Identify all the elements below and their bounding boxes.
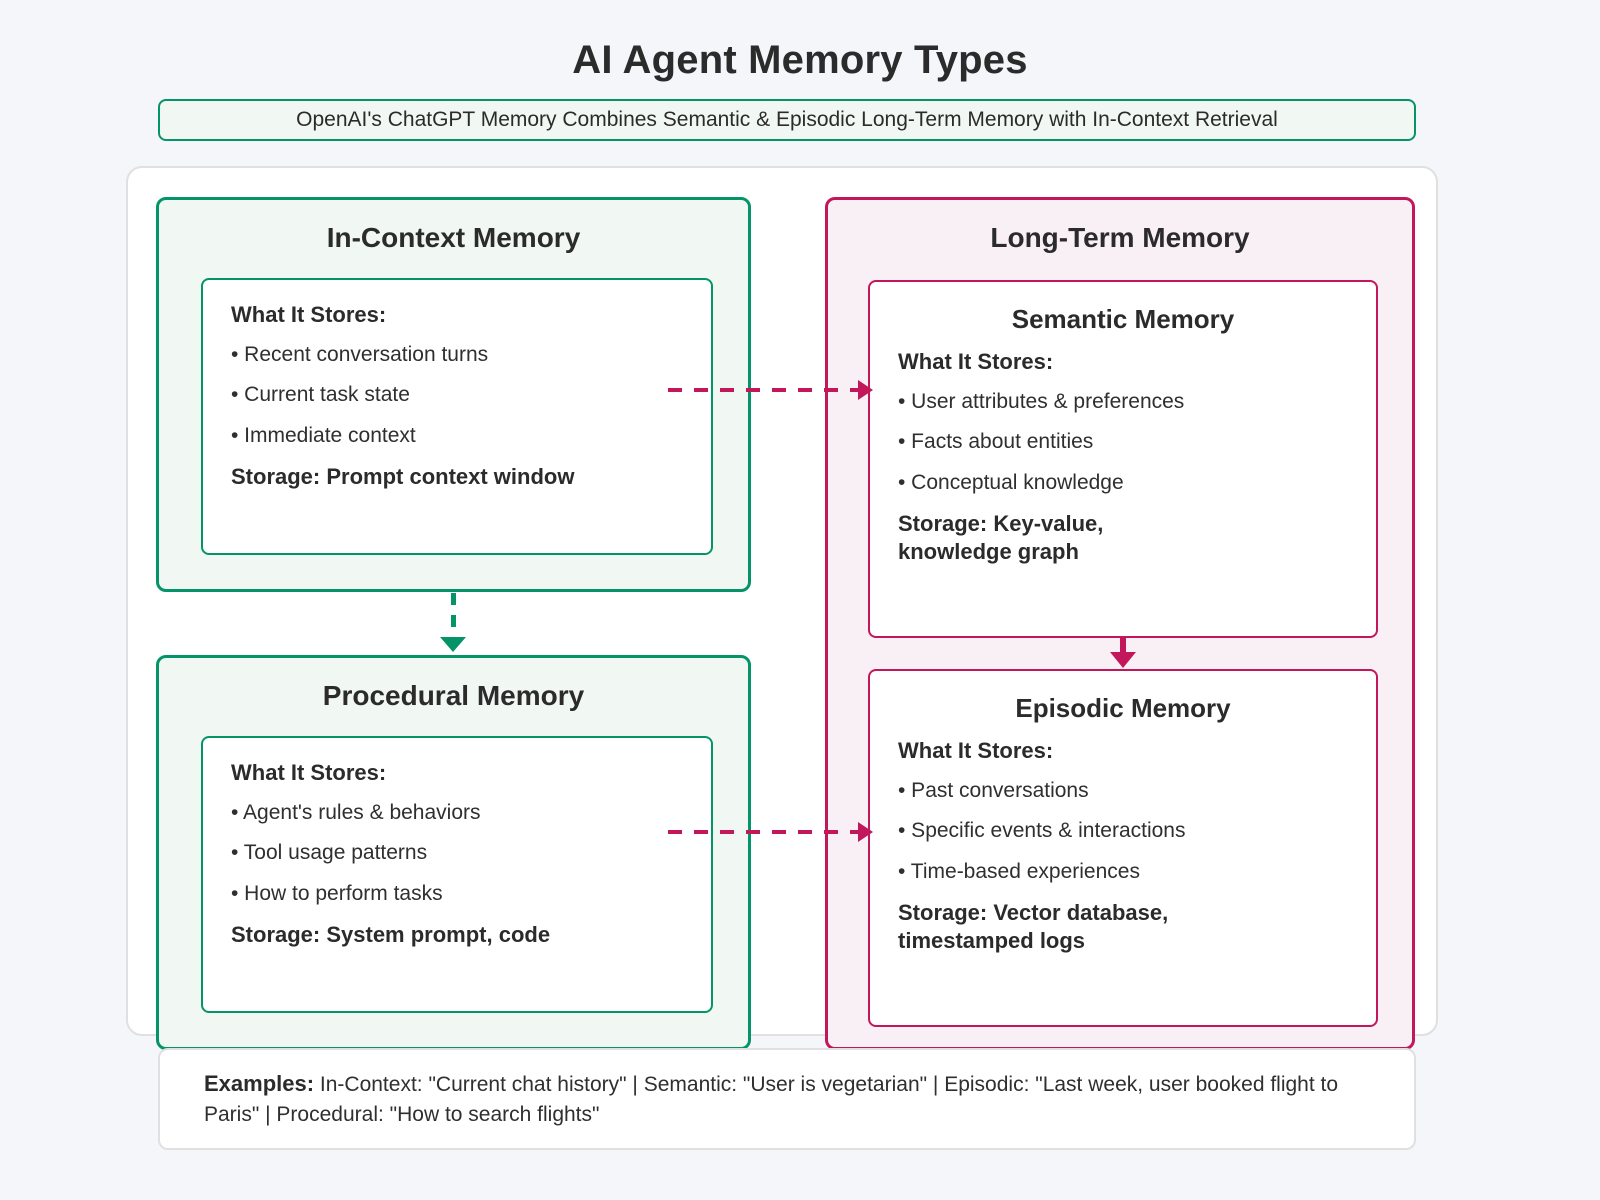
examples-label: Examples: [204, 1071, 315, 1097]
examples-text: Examples: In-Context: "Current chat hist… [204, 1068, 1370, 1130]
arrow-procedural-to-episodic [668, 830, 862, 834]
stores-label: What It Stores: [231, 760, 387, 785]
card-semantic-memory: Semantic Memory What It Stores: • User a… [868, 280, 1378, 638]
card-title-episodic: Episodic Memory [1015, 693, 1231, 723]
memory-types-container: In-Context Memory What It Stores: • Rece… [126, 166, 1438, 1050]
panel-procedural-memory: Procedural Memory What It Stores: • Agen… [156, 655, 751, 1050]
arrow-in-context-to-semantic [668, 388, 862, 392]
storage-label: Storage: Vector database, timestamped lo… [898, 899, 1169, 954]
examples-footer: Examples: In-Context: "Current chat hist… [158, 1048, 1416, 1150]
list-item: • Specific events & interactions [898, 819, 1186, 843]
list-item: • Tool usage patterns [231, 841, 428, 865]
card-title-semantic: Semantic Memory [1011, 304, 1235, 334]
card-procedural-details: What It Stores: • Agent's rules & behavi… [201, 736, 713, 1013]
panel-heading-procedural: Procedural Memory [322, 680, 585, 711]
stores-label: What It Stores: [898, 738, 1054, 763]
right-column: Long-Term Memory Semantic Memory What It… [825, 197, 1415, 1050]
arrow-head-down-green-icon [440, 637, 466, 652]
list-item: • Current task state [231, 383, 410, 407]
card-in-context-details: What It Stores: • Recent conversation tu… [201, 278, 713, 555]
arrow-semantic-to-episodic [1120, 638, 1126, 655]
panel-heading-long-term: Long-Term Memory [990, 222, 1250, 253]
panel-long-term-memory: Long-Term Memory Semantic Memory What It… [825, 197, 1415, 1050]
stores-label: What It Stores: [898, 349, 1054, 374]
storage-label: Storage: Key-value, knowledge graph [898, 510, 1104, 565]
panel-in-context-memory: In-Context Memory What It Stores: • Rece… [156, 197, 751, 592]
list-item: • Immediate context [231, 423, 416, 447]
list-item: • How to perform tasks [231, 881, 443, 905]
storage-label: Storage: System prompt, code [231, 921, 551, 947]
examples-body: In-Context: "Current chat history" | Sem… [204, 1073, 1339, 1126]
panel-heading-in-context: In-Context Memory [326, 222, 581, 253]
list-item: • Time-based experiences [898, 859, 1140, 883]
list-item: • Recent conversation turns [231, 343, 489, 366]
stores-label: What It Stores: [231, 302, 387, 327]
arrow-head-down-magenta-icon [1110, 652, 1136, 668]
list-item: • User attributes & preferences [898, 390, 1185, 413]
subtitle-banner: OpenAI's ChatGPT Memory Combines Semanti… [158, 99, 1416, 141]
arrow-in-context-to-procedural [451, 593, 456, 640]
list-item: • Facts about entities [898, 430, 1094, 454]
arrow-head-right-semantic-icon [858, 380, 873, 400]
list-item: • Conceptual knowledge [898, 470, 1124, 494]
arrow-head-right-episodic-icon [858, 822, 873, 842]
left-column: In-Context Memory What It Stores: • Rece… [156, 197, 751, 1050]
storage-label: Storage: Prompt context window [231, 463, 575, 489]
page-title: AI Agent Memory Types [572, 38, 1028, 82]
card-episodic-memory: Episodic Memory What It Stores: • Past c… [868, 669, 1378, 1027]
subtitle-text: OpenAI's ChatGPT Memory Combines Semanti… [296, 108, 1278, 131]
list-item: • Agent's rules & behaviors [231, 801, 481, 824]
list-item: • Past conversations [898, 779, 1089, 802]
